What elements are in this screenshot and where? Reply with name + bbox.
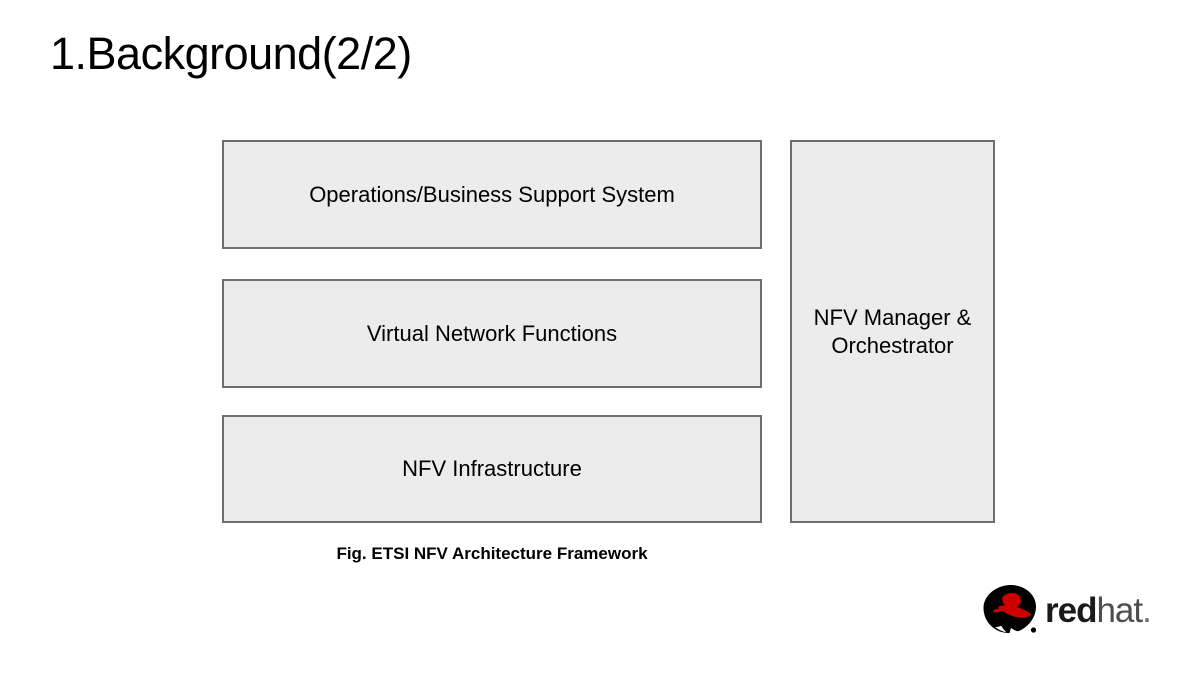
diagram-box-mano-label-line1: NFV Manager &	[813, 304, 972, 330]
diagram-box-vnf: Virtual Network Functions	[222, 279, 762, 388]
diagram-box-nfv-manager-orchestrator: NFV Manager & Orchestrator	[790, 140, 995, 523]
figure-caption: Fig. ETSI NFV Architecture Framework	[336, 544, 648, 563]
shadowman-icon	[983, 585, 1037, 634]
diagram-box-nfvi: NFV Infrastructure	[222, 415, 762, 523]
diagram-box-oss-label: Operations/Business Support System	[309, 181, 675, 207]
diagram-box-nfvi-label: NFV Infrastructure	[402, 456, 582, 481]
redhat-logo: redhat.	[981, 583, 1163, 637]
page-title: 1.Background(2/2)	[50, 28, 412, 79]
diagram-box-vnf-label: Virtual Network Functions	[366, 320, 618, 346]
redhat-wordmark-red: red	[1045, 590, 1097, 630]
redhat-wordmark: redhat.	[1045, 590, 1152, 630]
diagram-box-oss: Operations/Business Support System	[222, 140, 762, 249]
diagram-box-mano-label: NFV Manager & Orchestrator	[806, 304, 980, 360]
redhat-wordmark-hat: hat	[1096, 590, 1143, 630]
redhat-wordmark-dot: .	[1142, 590, 1152, 630]
diagram-box-mano-label-line2: Orchestrator	[831, 332, 954, 358]
